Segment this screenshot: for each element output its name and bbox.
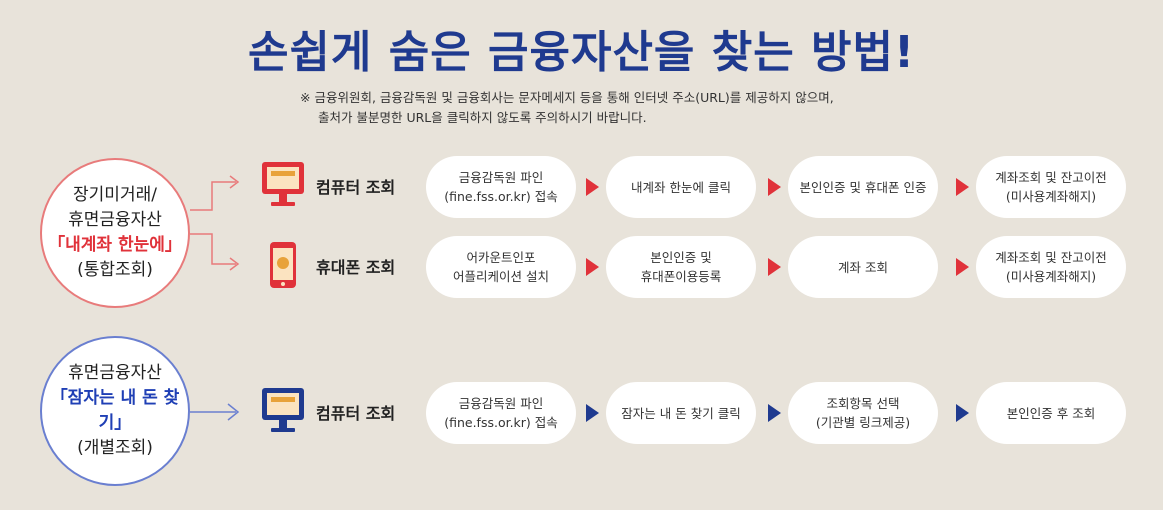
smartphone-icon xyxy=(258,236,308,296)
page-title: 손쉽게 숨은 금융자산을 찾는 방법! xyxy=(247,27,916,78)
flow-row-computer-individual: 컴퓨터 조회 금융감독원 파인(fine.fss.or.kr) 접속 잠자는 내… xyxy=(258,382,1148,444)
circle-line: (개별조회) xyxy=(77,438,153,458)
flow-step: 내계좌 한눈에 클릭 xyxy=(606,156,756,218)
flow-step: 금융감독원 파인(fine.fss.or.kr) 접속 xyxy=(426,382,576,444)
service-name-highlight: 「잠자는 내 돈 찾기」 xyxy=(50,388,180,433)
notice-line-2: 출처가 불분명한 URL을 클릭하지 않도록 주의하시기 바랍니다. xyxy=(318,110,647,125)
method-label: 컴퓨터 조회 xyxy=(316,404,396,423)
circle-line: 휴면금융자산 xyxy=(68,210,162,230)
integrated-lookup-circle: 장기미거래/ 휴면금융자산 「내계좌 한눈에」 (통합조회) xyxy=(40,158,190,308)
circle-line: 휴면금융자산 xyxy=(68,363,162,383)
flow-row-computer-integrated: 컴퓨터 조회 금융감독원 파인(fine.fss.or.kr) 접속 내계좌 한… xyxy=(258,156,1148,218)
flow-step: 본인인증 후 조회 xyxy=(976,382,1126,444)
flow-arrow xyxy=(956,258,969,276)
notice-line-1: ※ 금융위원회, 금융감독원 및 금융회사는 문자메세지 등을 통해 인터넷 주… xyxy=(300,90,834,105)
individual-lookup-circle: 휴면금융자산 「잠자는 내 돈 찾기」 (개별조회) xyxy=(40,336,190,486)
circle-line: (통합조회) xyxy=(77,260,153,280)
flow-arrow xyxy=(586,404,599,422)
arrow-connector xyxy=(190,403,240,421)
flow-arrow xyxy=(768,258,781,276)
flow-step: 계좌조회 및 잔고이전(미사용계좌해지) xyxy=(976,156,1126,218)
flow-step: 계좌 조회 xyxy=(788,236,938,298)
flow-arrow xyxy=(956,404,969,422)
monitor-icon xyxy=(258,382,308,442)
circle-line: 장기미거래/ xyxy=(73,185,157,205)
method-label: 휴대폰 조회 xyxy=(316,258,396,277)
flow-step: 잠자는 내 돈 찾기 클릭 xyxy=(606,382,756,444)
flow-step: 본인인증 및 휴대폰 인증 xyxy=(788,156,938,218)
flow-step: 금융감독원 파인(fine.fss.or.kr) 접속 xyxy=(426,156,576,218)
flow-arrow xyxy=(956,178,969,196)
flow-arrow xyxy=(768,178,781,196)
service-name-highlight: 「내계좌 한눈에」 xyxy=(48,235,182,255)
notice-text: ※ 금융위원회, 금융감독원 및 금융회사는 문자메세지 등을 통해 인터넷 주… xyxy=(300,88,940,128)
branch-connector xyxy=(190,175,240,271)
flow-arrow xyxy=(586,178,599,196)
monitor-icon xyxy=(258,156,308,216)
flow-arrow xyxy=(768,404,781,422)
flow-arrow xyxy=(586,258,599,276)
flow-step: 계좌조회 및 잔고이전(미사용계좌해지) xyxy=(976,236,1126,298)
flow-step: 조회항목 선택(기관별 링크제공) xyxy=(788,382,938,444)
method-label: 컴퓨터 조회 xyxy=(316,178,396,197)
